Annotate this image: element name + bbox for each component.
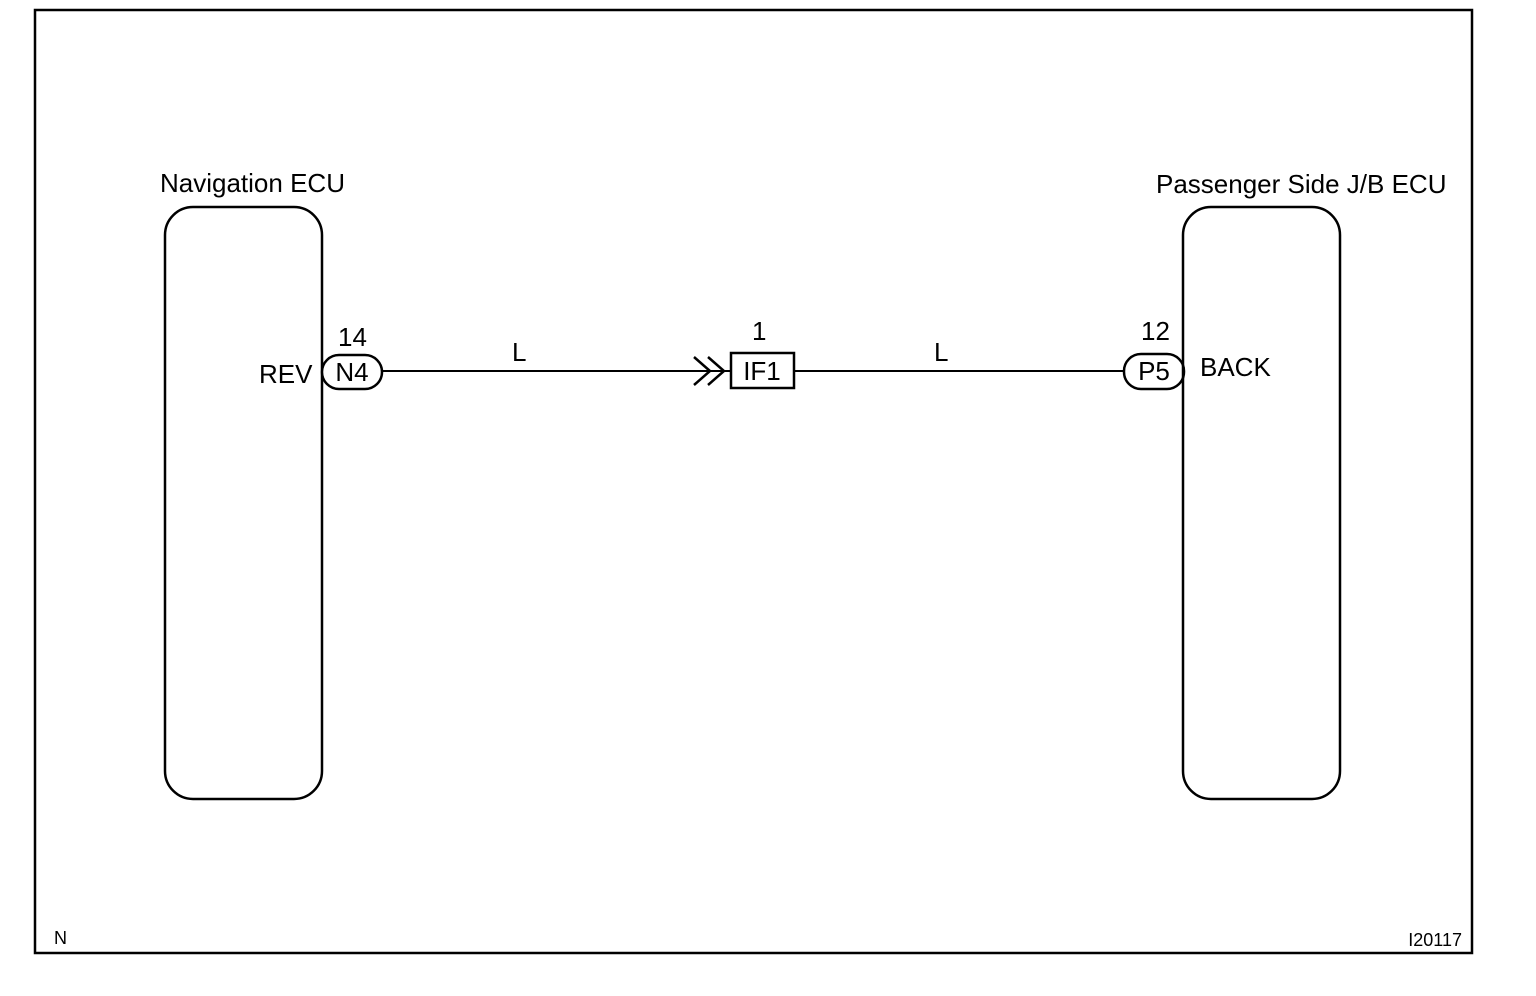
junction-chevron-2 xyxy=(707,356,726,386)
wire-left-color: L xyxy=(512,337,526,367)
junction-chevron-1 xyxy=(693,356,712,386)
navigation-ecu-box xyxy=(163,205,324,801)
diagram-frame xyxy=(33,8,1474,955)
left-terminal-name: REV xyxy=(259,359,313,389)
left-pin-number: 14 xyxy=(338,322,367,352)
right-connector-label: P5 xyxy=(1138,356,1170,386)
right-pin-number: 12 xyxy=(1141,316,1170,346)
right-component-title: Passenger Side J/B ECU xyxy=(1156,169,1446,199)
passenger-side-jb-ecu-box xyxy=(1181,205,1342,801)
junction-connector-label: IF1 xyxy=(743,356,781,386)
corner-letter: N xyxy=(54,928,67,948)
figure-id: I20117 xyxy=(1408,930,1462,950)
right-terminal-name: BACK xyxy=(1200,352,1271,382)
left-connector-label: N4 xyxy=(335,357,368,387)
junction-connector-shape xyxy=(729,351,796,390)
wire-right-color: L xyxy=(934,337,948,367)
left-component-title: Navigation ECU xyxy=(160,168,345,198)
junction-pin-number: 1 xyxy=(752,316,766,346)
